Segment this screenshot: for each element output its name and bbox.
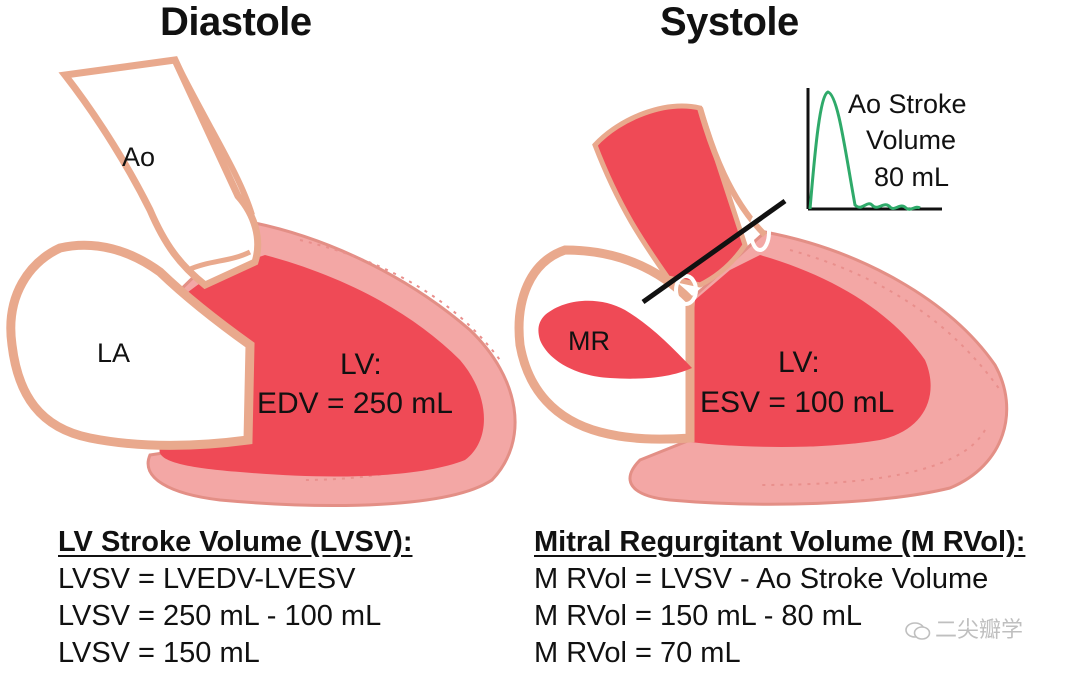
diastole-edv-label: EDV = 250 mL bbox=[257, 387, 453, 420]
watermark: 二尖瓣学 bbox=[905, 612, 1023, 644]
doppler-inset bbox=[806, 88, 942, 211]
mrvol-line-3: M RVol = 70 mL bbox=[534, 637, 741, 669]
diastole-left-atrium bbox=[6, 240, 255, 450]
diastole-lv-cavity bbox=[159, 255, 484, 477]
diastole-aorta bbox=[58, 56, 262, 290]
mitral-regurgitation-jet bbox=[538, 300, 692, 379]
lv-stroke-volume-formula: LV Stroke Volume (LVSV): LVSV = LVEDV-LV… bbox=[58, 524, 413, 672]
heart-diagrams: Ao LA LV: EDV = 250 mL MR LV: ESV = 100 … bbox=[6, 56, 1009, 507]
systole-lv-label: LV: bbox=[778, 346, 820, 379]
lvsv-line-2: LVSV = 250 mL - 100 mL bbox=[58, 600, 382, 632]
lvsv-line-1: LVSV = LVEDV-LVESV bbox=[58, 563, 356, 595]
diastole-heart bbox=[6, 56, 517, 507]
systole-title: Systole bbox=[660, 0, 799, 44]
lvot-measurement-line bbox=[641, 198, 787, 305]
wechat-icon bbox=[905, 622, 931, 640]
systole-lv-cavity bbox=[690, 255, 931, 447]
doppler-trace bbox=[808, 90, 921, 211]
watermark-text: 二尖瓣学 bbox=[935, 618, 1024, 643]
systole-mr-label: MR bbox=[568, 326, 610, 356]
ao-stroke-volume-value: 80 mL bbox=[874, 162, 949, 192]
diastole-lv-label: LV: bbox=[340, 348, 382, 381]
systole-esv-label: ESV = 100 mL bbox=[700, 386, 894, 419]
mrvol-line-2: M RVol = 150 mL - 80 mL bbox=[534, 600, 863, 632]
lvsv-line-3: LVSV = 150 mL bbox=[58, 637, 260, 669]
mrvol-line-1: M RVol = LVSV - Ao Stroke Volume bbox=[534, 563, 989, 595]
diastole-la-label: LA bbox=[97, 338, 130, 368]
diastole-ao-label: Ao bbox=[122, 142, 155, 172]
diastole-title: Diastole bbox=[160, 0, 312, 44]
mrvol-heading: Mitral Regurgitant Volume (M RVol): bbox=[534, 526, 1026, 558]
lvsv-heading: LV Stroke Volume (LVSV): bbox=[58, 526, 413, 558]
ao-stroke-volume-label-2: Volume bbox=[866, 125, 956, 155]
systole-aorta bbox=[592, 103, 748, 288]
systole-heart bbox=[514, 103, 1009, 506]
mitral-regurgitant-volume-formula: Mitral Regurgitant Volume (M RVol): M RV… bbox=[534, 524, 1025, 672]
ao-stroke-volume-label-1: Ao Stroke bbox=[848, 89, 967, 119]
